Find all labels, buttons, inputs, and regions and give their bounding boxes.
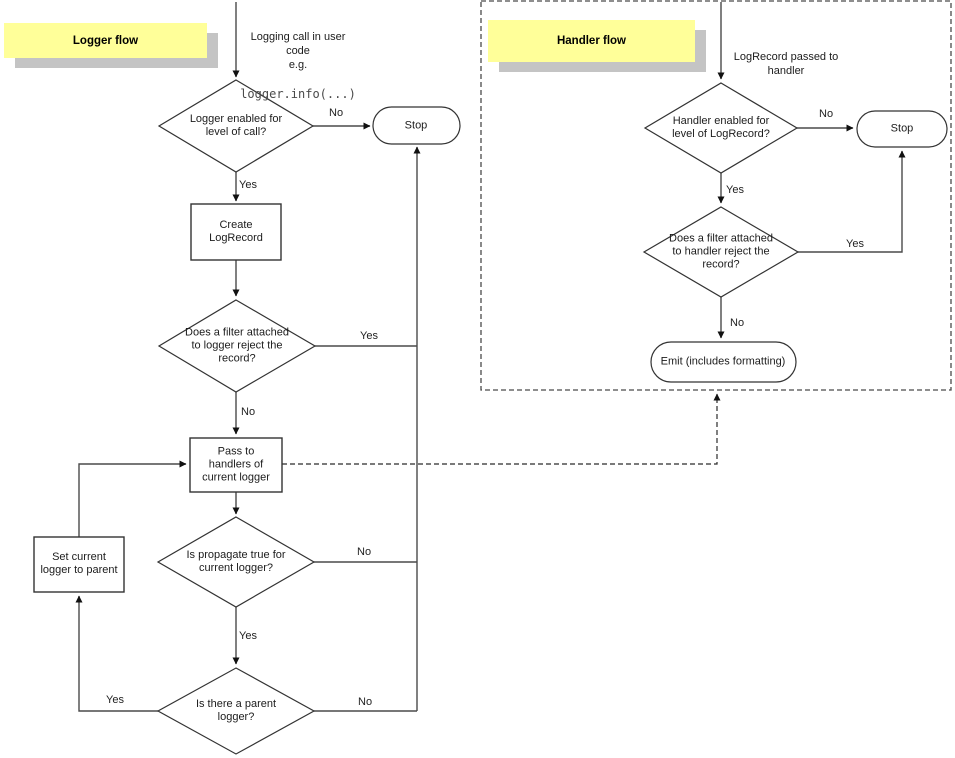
edge-label-handler-enabled-yes: Yes	[726, 184, 744, 196]
edge-set-current-to-pass	[78, 460, 187, 537]
logger-flow-title: Logger flow	[72, 34, 139, 47]
edge-label-handler-filter-yes: Yes	[846, 238, 864, 250]
handler-start-caption-text: LogRecord passed to handler	[733, 51, 839, 77]
logger-start-caption: Logging call in user code e.g. logger.in…	[240, 16, 356, 115]
edge-pass-to-handler-flow-dashed	[282, 393, 721, 465]
handler-flow-title: Handler flow	[556, 35, 626, 47]
edge-label-logger-filter-yes: Yes	[360, 330, 378, 342]
edge-label-parent-yes: Yes	[106, 694, 124, 706]
decision-logger-enabled-shape	[157, 79, 315, 173]
decision-parent-logger-shape	[156, 667, 316, 755]
edge-label-logger-filter-no: No	[241, 406, 256, 418]
terminator-emit-shape	[650, 341, 797, 383]
handler-start-caption: LogRecord passed to handler	[734, 36, 839, 78]
process-create-logrecord-shape	[190, 203, 282, 261]
terminator-stop-handler-shape	[856, 110, 948, 148]
decision-propagate-shape	[156, 516, 316, 608]
decision-logger-filter-shape	[157, 299, 317, 393]
edge-handler-filter-yes-to-stop	[798, 150, 906, 253]
edge-label-propagate-yes: Yes	[239, 630, 257, 642]
edge-label-handler-filter-no: No	[730, 317, 745, 329]
logger-start-eg: e.g.	[288, 59, 308, 71]
logger-start-code: logger.info(...)	[240, 87, 356, 101]
decision-handler-enabled-shape	[643, 82, 799, 174]
process-pass-to-handlers-shape	[189, 437, 283, 493]
edge-label-parent-no: No	[358, 696, 373, 708]
process-set-current-logger-shape	[33, 536, 125, 593]
edge-label-logger-enabled-yes: Yes	[239, 179, 257, 191]
edge-label-propagate-no: No	[357, 546, 372, 558]
edge-parent-yes-to-set-current	[75, 595, 158, 712]
logger-flow-title-note: Logger flow	[4, 23, 207, 58]
terminator-stop-logger-shape	[372, 106, 461, 145]
handler-flow-panel-border	[480, 0, 952, 391]
edge-label-logger-enabled-no: No	[329, 107, 344, 119]
handler-flow-title-note: Handler flow	[488, 20, 695, 62]
decision-handler-filter-shape	[642, 206, 800, 298]
logger-start-caption-text: Logging call in user code	[250, 31, 346, 57]
edge-label-handler-enabled-no: No	[819, 108, 834, 120]
